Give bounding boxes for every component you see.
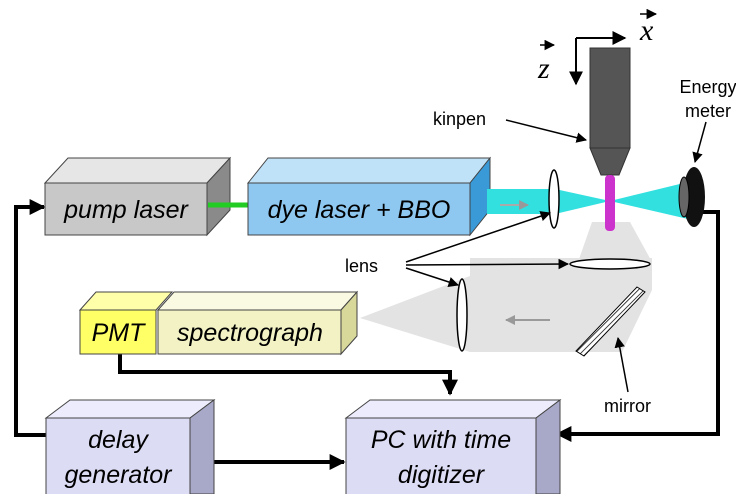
plasma-effluent (605, 175, 615, 231)
kinpen-pointer (505, 119, 588, 143)
energy-meter-label-line2: meter (685, 101, 731, 121)
energy-meter-label-line1: Energy (679, 77, 736, 97)
lens-label: lens (345, 256, 378, 276)
pump-laser-label: pump laser (63, 196, 189, 224)
spectrograph-label: spectrograph (177, 319, 323, 347)
mirror (575, 286, 646, 357)
axis-x-label: x (639, 14, 654, 47)
signal-connections (14, 199, 720, 470)
pump-laser: pump laser (43, 156, 232, 237)
pmt: PMT (78, 291, 174, 355)
fluorescence-light-path (360, 222, 652, 352)
collection-lens-vertical (456, 278, 468, 352)
delay-generator-label-line1: delay (88, 426, 149, 454)
axis-z-label: z (537, 52, 550, 85)
mirror-pointer (614, 336, 629, 393)
focus-lens (548, 169, 560, 229)
pc-label-line1: PC with time (371, 426, 511, 454)
delay-generator-label-line2: generator (64, 461, 173, 489)
energy-meter-pointer (692, 121, 707, 164)
dye-laser-label: dye laser + BBO (268, 196, 451, 224)
coordinate-axes: z x (537, 8, 658, 86)
kinpen-label: kinpen (433, 109, 486, 129)
kinpen (589, 47, 631, 231)
collection-lens-horizontal (569, 258, 651, 270)
delay-generator: delay generator (44, 399, 216, 494)
dye-laser: dye laser + BBO (246, 156, 492, 237)
pmt-label: PMT (92, 319, 147, 347)
spectrograph: spectrograph (156, 290, 359, 356)
lens-pointers (405, 211, 570, 288)
energy-meter (678, 167, 705, 227)
mirror-label: mirror (604, 396, 651, 416)
pc-label-line2: digitizer (398, 461, 486, 489)
pc-digitizer: PC with time digitizer (344, 399, 562, 494)
uv-laser-beam (487, 182, 688, 219)
